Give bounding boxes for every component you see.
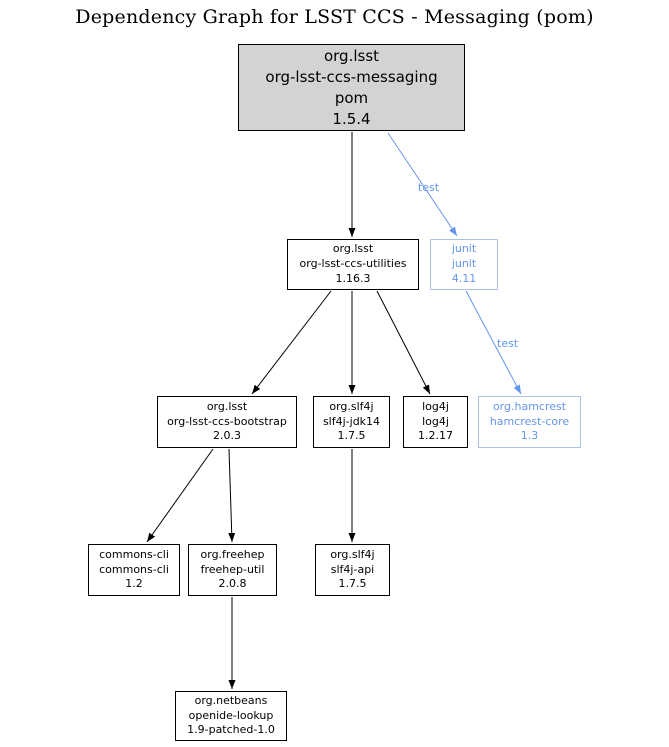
node-commons-cli-label: 1.2 [125,577,143,591]
edge-label-messaging-to-junit: test [418,181,440,194]
node-org-lsst-ccs-messaging-label: 1.5.4 [332,109,371,128]
node-junit-label: junit [451,257,477,271]
edge-utilities-to-log4j [376,290,431,395]
node-openide-lookup-label: openide-lookup [188,708,274,722]
node-slf4j-api-label: org.slf4j [330,547,375,561]
node-log4j-label: 1.2.17 [418,429,453,443]
node-org-lsst-ccs-bootstrap-label: org.lsst [206,399,248,413]
node-freehep-util-label: org.freehep [200,547,265,561]
node-org-lsst-ccs-bootstrap-label: 2.0.3 [213,429,241,443]
node-slf4j-api-label: slf4j-api [330,562,375,576]
node-org-lsst-ccs-messaging-label: org-lsst-ccs-messaging [265,67,438,86]
edge-utilities-to-bootstrap [251,290,332,395]
node-org-lsst-ccs-messaging: org.lsst org-lsst-ccs-messaging pom 1.5.4 [238,44,465,131]
node-org-lsst-ccs-utilities-label: org.lsst [332,242,374,256]
edge-junit-to-hamcrest-core [465,290,522,395]
node-openide-lookup-label: org.netbeans [194,693,268,707]
page-title: Dependency Graph for LSST CCS - Messagin… [75,6,594,28]
node-junit-label: junit [451,242,477,256]
node-hamcrest-core-label: org.hamcrest [492,399,567,413]
node-org-lsst-ccs-messaging-label: pom [334,88,369,107]
node-slf4j-api-label: 1.7.5 [338,577,367,591]
node-junit-label: 4.11 [451,271,477,285]
node-slf4j-jdk14-label: slf4j-jdk14 [322,414,381,428]
node-freehep-util-label: freehep-util [200,562,265,576]
node-hamcrest-core-label: hamcrest-core [489,414,570,428]
node-slf4j-jdk14-label: org.slf4j [329,399,374,413]
node-openide-lookup-label: 1.9-patched-1.0 [187,723,275,737]
edge-label-junit-to-hamcrest-core: test [497,337,519,350]
node-commons-cli-label: commons-cli [99,562,169,576]
node-log4j-label: log4j [422,414,449,428]
node-slf4j-jdk14-label: 1.7.5 [337,429,366,443]
edge-bootstrap-to-freehep-util [228,448,236,543]
node-freehep-util-label: 2.0.8 [218,577,247,591]
edge-bootstrap-to-commons-cli [146,448,214,543]
node-org-lsst-ccs-messaging-label: org.lsst [323,46,380,65]
node-org-lsst-ccs-utilities-label: org-lsst-ccs-utilities [299,257,407,271]
node-log4j-label: log4j [422,399,449,413]
node-commons-cli-label: commons-cli [99,547,169,561]
node-org-lsst-ccs-utilities-label: 1.16.3 [335,271,371,285]
edge-messaging-to-junit [387,132,458,237]
node-hamcrest-core-label: 1.3 [520,429,539,443]
node-org-lsst-ccs-bootstrap-label: org-lsst-ccs-bootstrap [167,414,287,428]
